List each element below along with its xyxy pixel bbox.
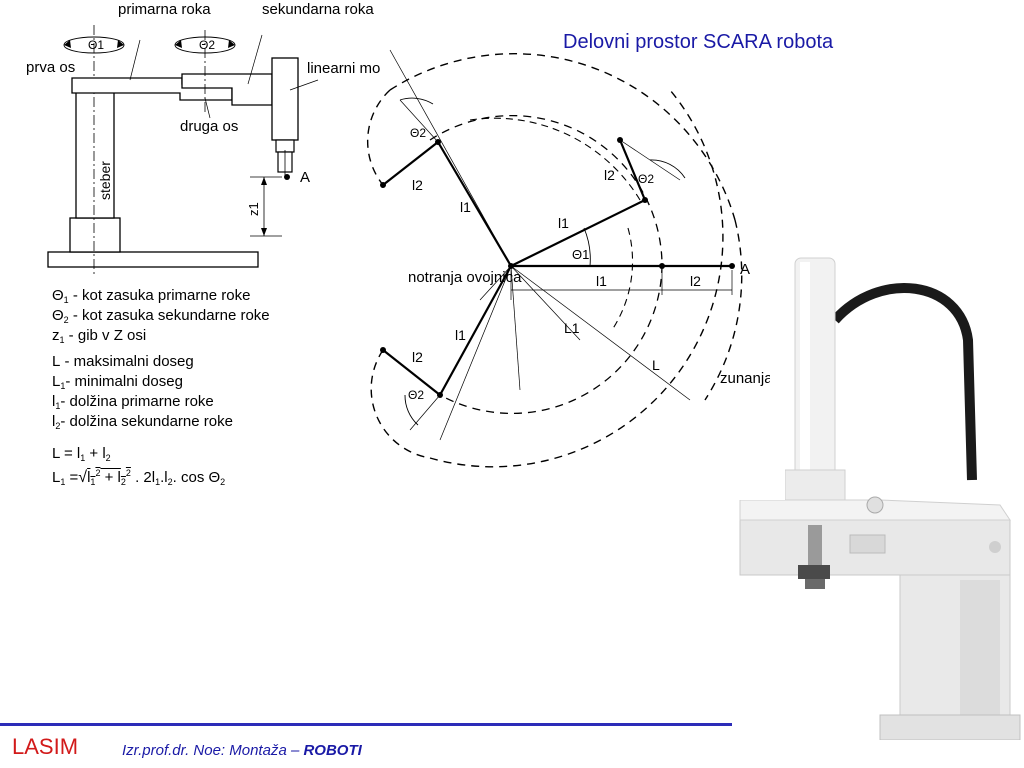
linear-module <box>271 57 299 141</box>
second-axis-label: druga os <box>180 118 238 135</box>
robot-cable <box>831 283 977 481</box>
l2-label-horizontal: l2 <box>690 273 701 289</box>
base-block <box>69 217 121 253</box>
l2-label-upper: l2 <box>412 177 423 193</box>
inner-envelope-arc <box>429 114 663 266</box>
point-a-dot-top <box>729 263 735 269</box>
l2-label-right: l2 <box>604 167 615 183</box>
formula-min-reach: L1 =√l12 + l22 . 2l1.l2. cos Θ2 <box>52 468 226 487</box>
side-view-diagram: Θ1 Θ2 primarna roka sekundarna roka prva… <box>26 1 380 275</box>
legend: Θ1 - kot zasuka primarne roke Θ2 - kot z… <box>52 286 342 488</box>
inner-envelope-label: notranja ovojnica <box>408 269 522 286</box>
scara-robot-photo <box>735 257 1021 740</box>
column <box>75 89 115 219</box>
L-label: L <box>652 357 660 373</box>
base-plate <box>47 251 259 268</box>
formula-max-reach: L = l1 + l2 <box>52 445 111 463</box>
legend-item: Θ1 - kot zasuka primarne roke <box>52 287 251 305</box>
legend-item: Θ2 - kot zasuka sekundarne roke <box>52 307 270 325</box>
theta1-label: Θ1 <box>88 38 104 52</box>
page-title: Delovni prostor SCARA robota <box>563 31 834 53</box>
theta2-top-label-3: Θ2 <box>408 388 424 402</box>
legend-item: l2- dolžina sekundarne roke <box>52 413 233 431</box>
l1-label-right: l1 <box>558 215 569 231</box>
l1-label-upper: l1 <box>460 199 471 215</box>
legend-item: z1 - gib v Z osi <box>52 327 147 345</box>
theta2-top-label-1: Θ2 <box>638 172 654 186</box>
point-a-top-label: A <box>740 261 750 278</box>
legend-item: L - maksimalni doseg <box>52 353 194 370</box>
linear-module-label: linearni modul <box>307 60 380 77</box>
workspace-diagram: Θ1 Θ2 Θ2 Θ2 l1 l1 l1 l1 l2 l2 l2 l2 L1 L… <box>366 49 770 468</box>
outer-envelope-label: zunanja ovojnica <box>720 370 770 387</box>
point-a-dot <box>284 174 290 180</box>
theta1-top-label: Θ1 <box>572 247 589 262</box>
column-label: steber <box>97 161 113 200</box>
footer-lab-name: LASIM <box>12 734 79 759</box>
l1-label-horizontal: l1 <box>596 273 607 289</box>
point-a-label: A <box>300 169 310 186</box>
l1-label-lower: l1 <box>455 327 466 343</box>
L1-label: L1 <box>564 320 580 336</box>
theta2-label: Θ2 <box>199 38 215 52</box>
footer-divider <box>0 723 732 726</box>
legend-item: l1- dolžina primarne roke <box>52 393 214 411</box>
primary-arm-label: primarna roka <box>118 1 211 18</box>
z1-label: z1 <box>246 202 261 216</box>
legend-item: L1- minimalni doseg <box>52 373 183 391</box>
l2-label-lower: l2 <box>412 349 423 365</box>
secondary-arm-label: sekundarna roka <box>262 1 374 18</box>
footer-author: Izr.prof.dr. Noe: Montaža – ROBOTI <box>122 742 362 759</box>
arm-configurations <box>382 139 732 396</box>
first-axis-label: prva os <box>26 59 75 76</box>
theta2-top-label-2: Θ2 <box>410 126 426 140</box>
